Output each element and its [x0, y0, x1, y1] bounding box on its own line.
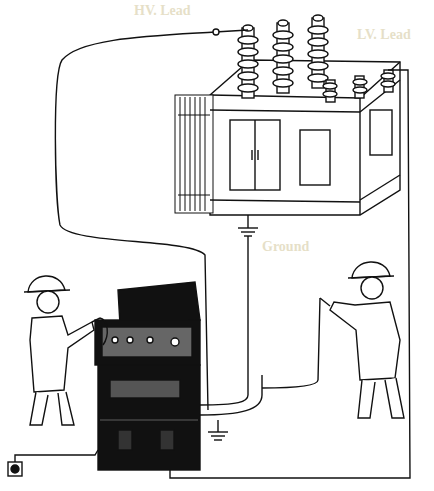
left-technician — [24, 276, 107, 425]
right-technician — [262, 262, 404, 418]
ground-label: Ground — [262, 240, 309, 254]
lv-bushings — [323, 70, 395, 102]
power-outlet — [8, 450, 98, 476]
transformer — [175, 60, 400, 215]
test-set — [95, 282, 200, 470]
hv-lead-label: HV. Lead — [134, 4, 191, 18]
hv-lead-wire — [55, 30, 248, 410]
lv-lead-wire — [170, 70, 410, 478]
ground-wire — [200, 215, 262, 440]
hv-bushings — [238, 15, 328, 98]
lv-lead-label: LV. Lead — [357, 28, 411, 42]
